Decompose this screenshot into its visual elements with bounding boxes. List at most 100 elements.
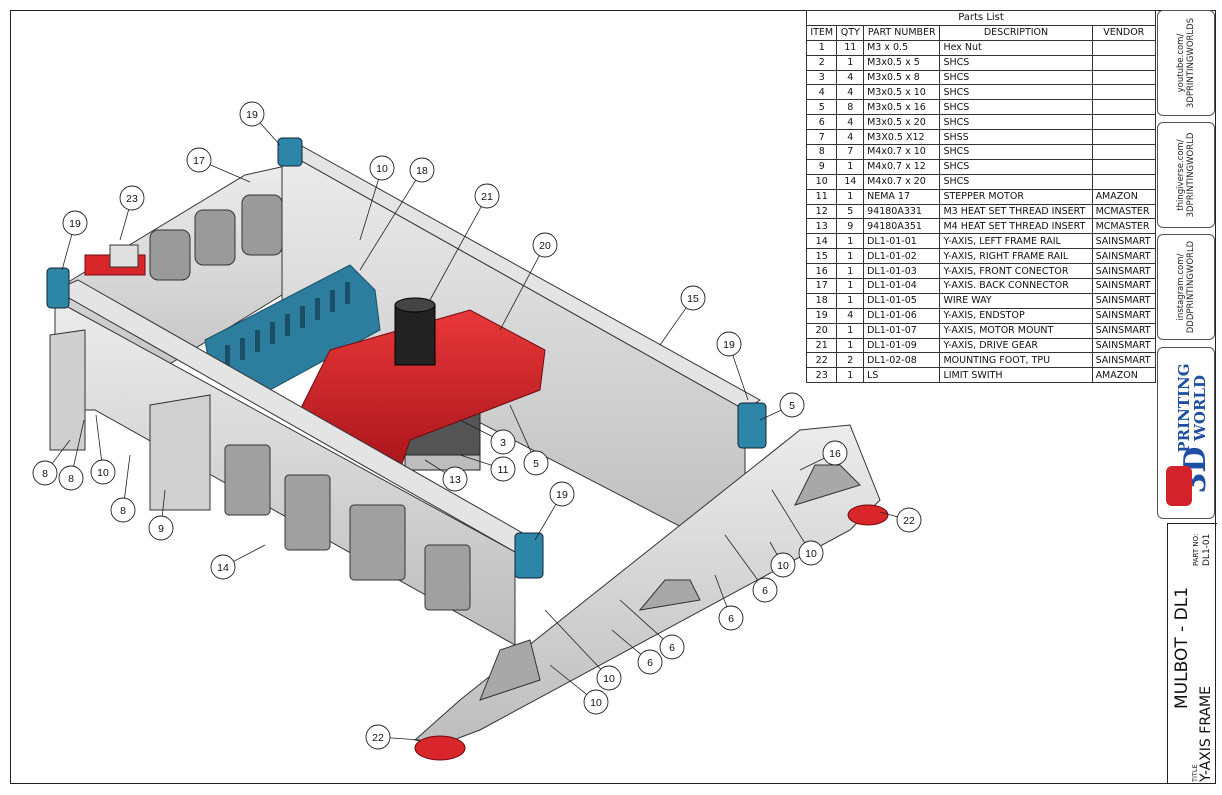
parts-list-cell: DL1-01-06 (863, 307, 941, 324)
item-balloon: 5 (759, 392, 805, 421)
parts-list-cell: 4 (805, 84, 838, 101)
item-balloon: 10 (549, 664, 609, 715)
parts-list-cell: 14 (805, 233, 838, 250)
balloon-leader (73, 419, 85, 467)
parts-list-cell: Hex Nut (939, 39, 1093, 56)
item-balloon: 11 (459, 454, 516, 482)
thingiverse-link-box[interactable]: thingiverse.com/ 3DPRINTINGWORLD (1157, 122, 1215, 228)
balloon-label: 13 (449, 474, 461, 486)
back-plate (149, 394, 211, 511)
balloon-leader (389, 737, 421, 741)
parts-list-cell: M4x0.7 x 10 (863, 144, 941, 160)
balloon-label: 11 (498, 464, 509, 476)
item-balloon: 8 (58, 419, 85, 491)
balloon-label: 8 (42, 468, 48, 480)
parts-list-cell: SAINSMART (1091, 337, 1157, 354)
parts-list-cell: 3 (805, 69, 838, 86)
drive-gear (394, 297, 436, 366)
balloon-label: 10 (376, 163, 388, 175)
parts-list-caption: Parts List (806, 10, 1156, 26)
youtube-link-box[interactable]: youtube.com/ 3DPRINTINGWORLDS (1157, 10, 1215, 116)
balloon-circle (752, 577, 778, 603)
parts-list-cell (1091, 84, 1157, 101)
parts-list-cell: 4 (836, 84, 865, 101)
balloon-circle (119, 185, 145, 211)
item-balloon: 10 (769, 541, 796, 578)
item-balloon: 8 (32, 439, 71, 486)
parts-list-cell: 16 (805, 263, 838, 280)
instagram-link-box[interactable]: instagram.com/ DDDPRINTINGWORLD (1157, 234, 1215, 340)
item-balloon: 21 (429, 183, 500, 301)
balloon-label: 15 (687, 293, 699, 305)
instagram-link-line: DDDPRINTINGWORLD (1186, 240, 1196, 334)
item-balloon: 5 (509, 404, 549, 476)
instagram-link[interactable]: instagram.com/ DDDPRINTINGWORLD (1176, 241, 1196, 333)
item-balloon: 22 (365, 724, 421, 750)
parts-list-cell: SHCS (939, 99, 1093, 116)
balloon-circle (58, 465, 84, 491)
balloon-label: 10 (590, 697, 602, 709)
parts-list-cell: SHCS (939, 69, 1093, 86)
mounting-foot (414, 735, 466, 761)
parts-list-cell: 94180A351 (863, 218, 941, 235)
balloon-leader (769, 541, 778, 555)
parts-list-cell: MCMASTER (1091, 203, 1157, 220)
parts-list-cell: 2 (836, 352, 865, 369)
item-balloon: 10 (90, 414, 116, 485)
limit-switch (109, 244, 139, 268)
balloon-circle (549, 481, 575, 507)
thingiverse-link[interactable]: thingiverse.com/ 3DPRINTINGWORLD (1176, 133, 1196, 218)
parts-list-cell: 10 (805, 173, 838, 190)
balloon-circle (532, 232, 558, 258)
parts-list-cell: SAINSMART (1091, 307, 1157, 324)
endstop (46, 267, 70, 309)
endstop (277, 137, 303, 167)
parts-list-cell: AMAZON (1091, 188, 1157, 205)
balloon-leader (534, 504, 557, 541)
parts-list-cell: 11 (836, 39, 865, 56)
balloon-circle (239, 101, 265, 127)
parts-list-cell: 1 (836, 263, 865, 280)
parts-list-cell (1091, 144, 1157, 160)
balloon-label: 6 (669, 642, 675, 654)
balloon-circle (896, 507, 922, 533)
balloon-circle (210, 554, 236, 580)
balloon-label: 19 (556, 489, 568, 501)
thingiverse-link-line: thingiverse.com/ (1176, 139, 1186, 211)
balloon-label: 17 (193, 155, 205, 167)
balloon-circle (770, 552, 796, 578)
parts-list-cell (1091, 99, 1157, 116)
parts-list-cell: DL1-01-02 (863, 248, 941, 265)
parts-list-cell: 13 (805, 218, 838, 235)
balloon-leader (61, 234, 73, 271)
parts-list-cell: 1 (836, 158, 865, 175)
stepper-motor-base (404, 454, 481, 471)
parts-list-cell (1091, 173, 1157, 190)
balloon-circle (90, 459, 116, 485)
balloon-circle (148, 515, 174, 541)
youtube-link[interactable]: youtube.com/ 3DPRINTINGWORLDS (1176, 18, 1196, 108)
parts-list-cell: 22 (805, 352, 838, 369)
parts-list-cell: M4x0.7 x 12 (863, 158, 941, 175)
parts-list-cell: 4 (836, 69, 865, 86)
balloon-label: 20 (539, 240, 551, 252)
balloon-circle (32, 460, 58, 486)
thingiverse-link-line: 3DPRINTINGWORLD (1186, 132, 1196, 218)
parts-list-cell: 94180A331 (863, 203, 941, 220)
balloon-leader (544, 609, 602, 670)
balloon-leader (259, 122, 281, 146)
parts-list-cell: DL1-01-04 (863, 278, 941, 294)
balloon-label: 16 (829, 448, 841, 460)
balloon-leader (95, 414, 102, 461)
balloon-label: 8 (68, 473, 74, 485)
drawing-title: Y-AXIS FRAME (1198, 686, 1214, 782)
part-no: DL1-01 (1202, 533, 1212, 566)
item-balloon: 6 (611, 629, 663, 675)
parts-list-cell: 2 (805, 54, 838, 71)
parts-list-cell: 8 (805, 144, 838, 160)
